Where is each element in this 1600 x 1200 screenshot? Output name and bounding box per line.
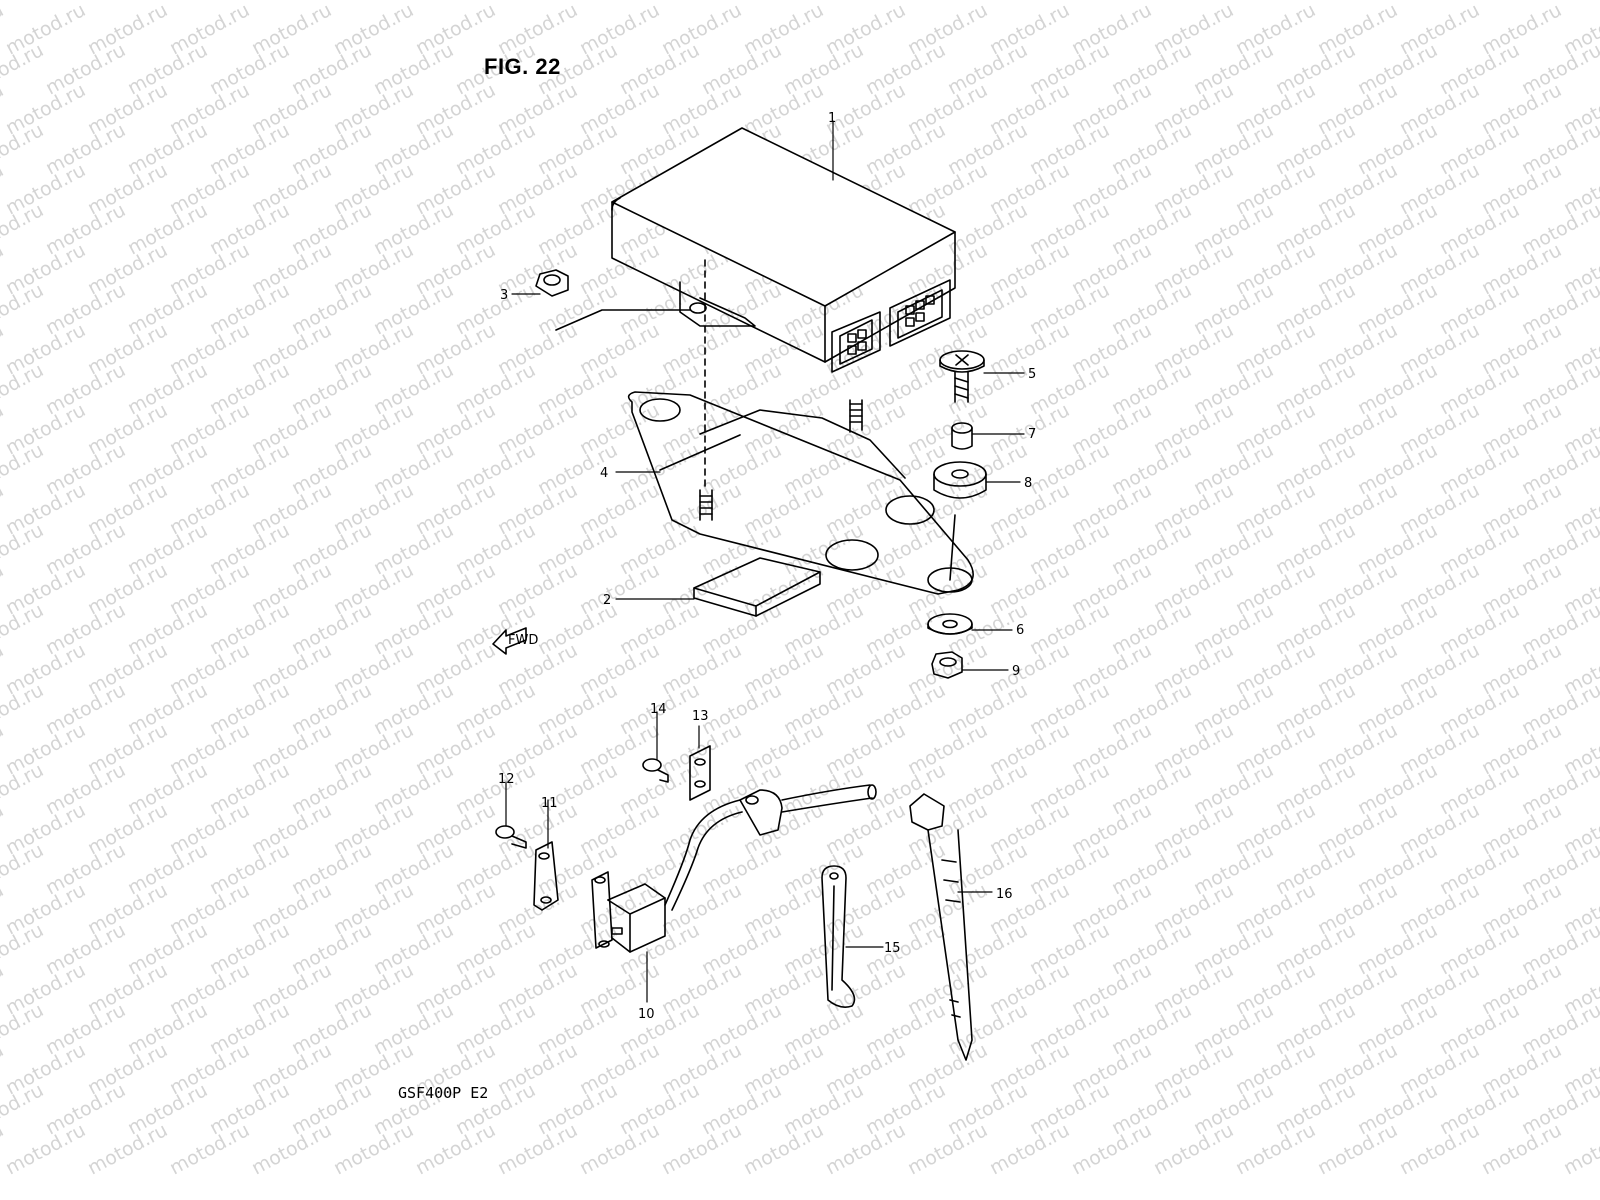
grommet-8 — [933, 461, 987, 581]
cushion-pad — [693, 557, 821, 617]
clamp-13 — [689, 745, 711, 801]
callout-4: 4 — [600, 466, 608, 481]
callout-13: 13 — [692, 709, 709, 724]
callout-2: 2 — [603, 593, 611, 608]
callout-5: 5 — [1028, 367, 1036, 382]
callout-1: 1 — [828, 111, 836, 126]
nut-9 — [931, 651, 963, 679]
clamp-11 — [533, 841, 559, 911]
callout-3: 3 — [500, 288, 508, 303]
callout-6: 6 — [1016, 623, 1024, 638]
figure-title: FIG. 22 — [484, 54, 561, 79]
callout-numbers: 1 2 3 4 5 6 7 8 9 10 11 12 13 14 15 16 — [498, 111, 1036, 1022]
screw-5 — [939, 350, 985, 403]
callout-16: 16 — [996, 887, 1013, 902]
callout-10: 10 — [638, 1007, 655, 1022]
callout-15: 15 — [884, 941, 901, 956]
sensor-assembly — [591, 784, 877, 953]
callout-12: 12 — [498, 772, 515, 787]
collar-7 — [951, 422, 973, 450]
washer-6 — [927, 613, 973, 635]
forward-arrow: FWD — [492, 627, 538, 655]
callout-14: 14 — [650, 702, 667, 717]
leader-lines — [505, 120, 1025, 1003]
model-code: GSF400P E2 — [398, 1084, 489, 1102]
flange-nut — [535, 269, 691, 331]
callout-7: 7 — [1028, 427, 1036, 442]
cable-tie-16 — [909, 793, 973, 1061]
callout-11: 11 — [541, 796, 558, 811]
screw-14 — [642, 758, 669, 783]
band-15 — [821, 865, 856, 1008]
fwd-label: FWD — [508, 633, 538, 648]
bracket-plate — [627, 259, 974, 595]
screw-12 — [495, 825, 527, 849]
control-unit — [611, 127, 956, 373]
callout-8: 8 — [1024, 476, 1032, 491]
callout-9: 9 — [1012, 664, 1020, 679]
